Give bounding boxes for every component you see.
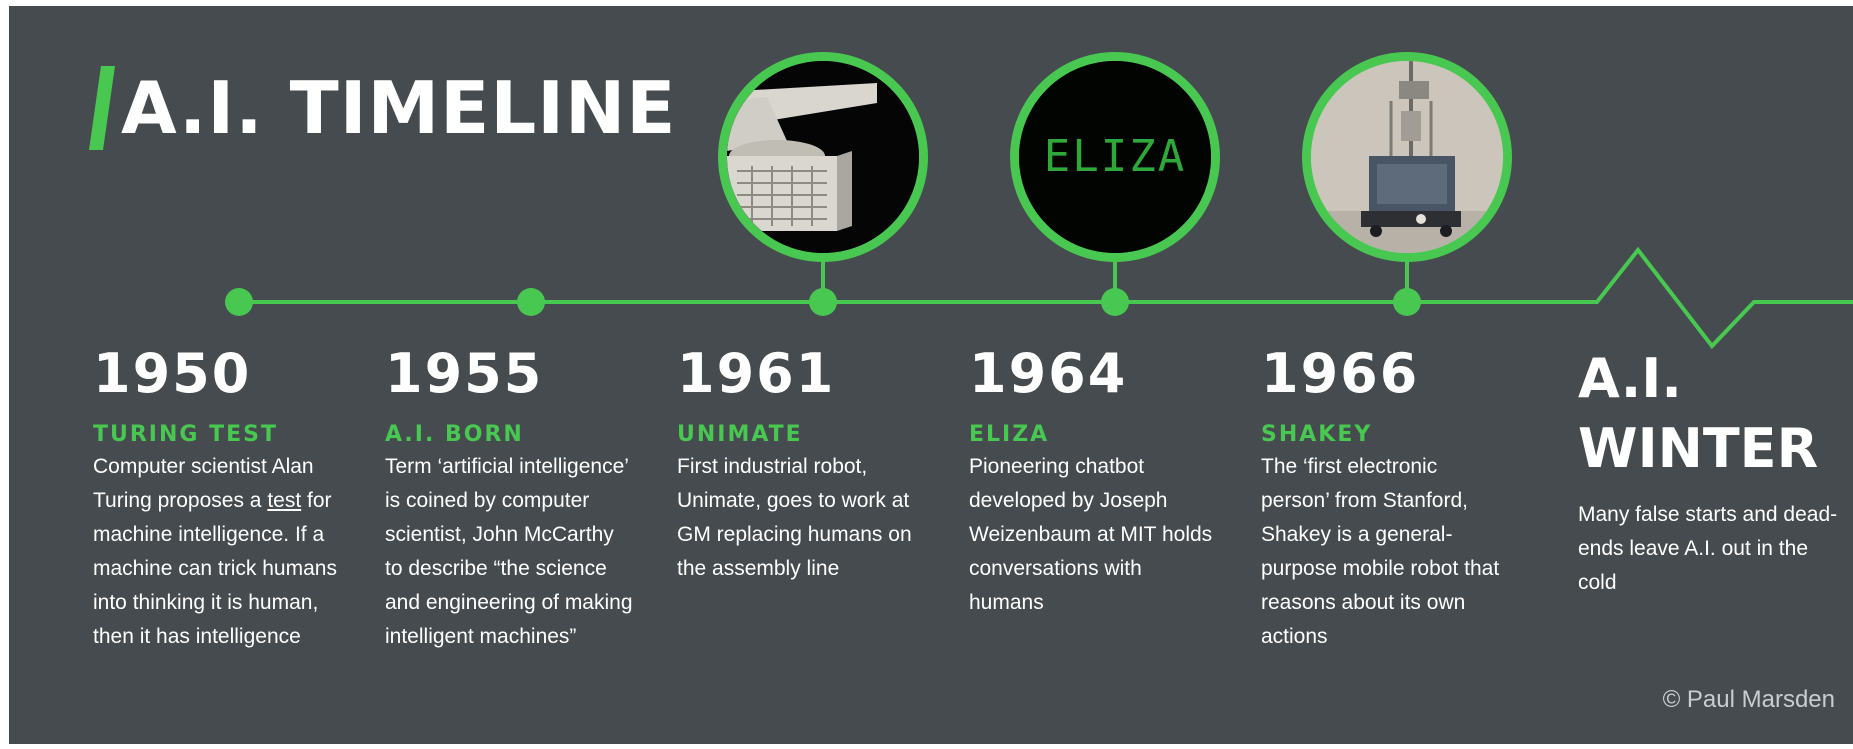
milestone-1950: 1950 TURING TEST Computer scientist Alan… — [93, 344, 343, 654]
milestone-1966: 1966 SHAKEY The ‘first electronic person… — [1261, 344, 1511, 654]
milestone-1961: 1961 UNIMATE First industrial robot, Uni… — [677, 344, 927, 586]
milestone-year: 1961 — [677, 342, 836, 405]
timeline-node-1950 — [225, 288, 253, 316]
milestone-name: ELIZA — [969, 422, 1050, 447]
milestone-name: SHAKEY — [1261, 422, 1373, 447]
copyright-credit: © Paul Marsden — [1662, 686, 1835, 713]
description-text: Computer scientist Alan Turing proposes … — [93, 455, 314, 512]
ai-winter-description: Many false starts and dead-ends leave A.… — [1578, 503, 1838, 594]
milestone-1964: 1964 ELIZA Pioneering chatbot developed … — [969, 344, 1219, 620]
title-text: A.I. TIMELINE — [121, 66, 677, 150]
eliza-photo: ELIZA — [1010, 52, 1220, 262]
description-text: for machine intelligence. If a machine c… — [93, 489, 337, 648]
milestone-year: 1966 — [1261, 342, 1420, 405]
timeline-node-1961 — [809, 288, 837, 316]
ai-winter-title: A.I. WINTER — [1578, 347, 1819, 480]
shakey-photo — [1302, 52, 1512, 262]
timeline-line — [234, 246, 1853, 350]
test-link[interactable]: test — [267, 489, 302, 512]
timeline-node-1966 — [1393, 288, 1421, 316]
milestone-description: Computer scientist Alan Turing proposes … — [93, 450, 343, 654]
slash-logo-icon — [89, 66, 115, 150]
page-title: A.I. TIMELINE — [89, 58, 676, 158]
milestone-name: UNIMATE — [677, 422, 803, 447]
milestone-description: Pioneering chatbot developed by Joseph W… — [969, 455, 1213, 614]
timeline-infographic: A.I. TIMELINE ELIZA — [9, 6, 1853, 744]
milestone-year: 1950 — [93, 342, 252, 405]
milestone-name: TURING TEST — [93, 422, 279, 447]
timeline-node-1964 — [1101, 288, 1129, 316]
timeline-node-1955 — [517, 288, 545, 316]
shakey-robot-illustration — [1311, 61, 1503, 253]
timeline-track — [225, 246, 1853, 350]
milestone-year: 1964 — [969, 342, 1128, 405]
milestone-year: 1955 — [385, 342, 544, 405]
milestone-1955: 1955 A.I. BORN Term ‘artificial intellig… — [385, 344, 635, 654]
milestone-name: A.I. BORN — [385, 422, 524, 447]
unimate-photo — [718, 52, 928, 262]
unimate-robot-illustration — [727, 61, 919, 253]
milestone-description: The ‘first electronic person’ from Stanf… — [1261, 455, 1500, 648]
eliza-screen-text: ELIZA — [1044, 131, 1186, 182]
ai-winter: A.I. WINTER Many false starts and dead-e… — [1578, 344, 1838, 600]
eliza-screen-illustration: ELIZA — [1019, 61, 1211, 253]
milestone-description: First industrial robot, Unimate, goes to… — [677, 455, 912, 580]
milestone-description: Term ‘artificial intelligence’ is coined… — [385, 455, 633, 648]
